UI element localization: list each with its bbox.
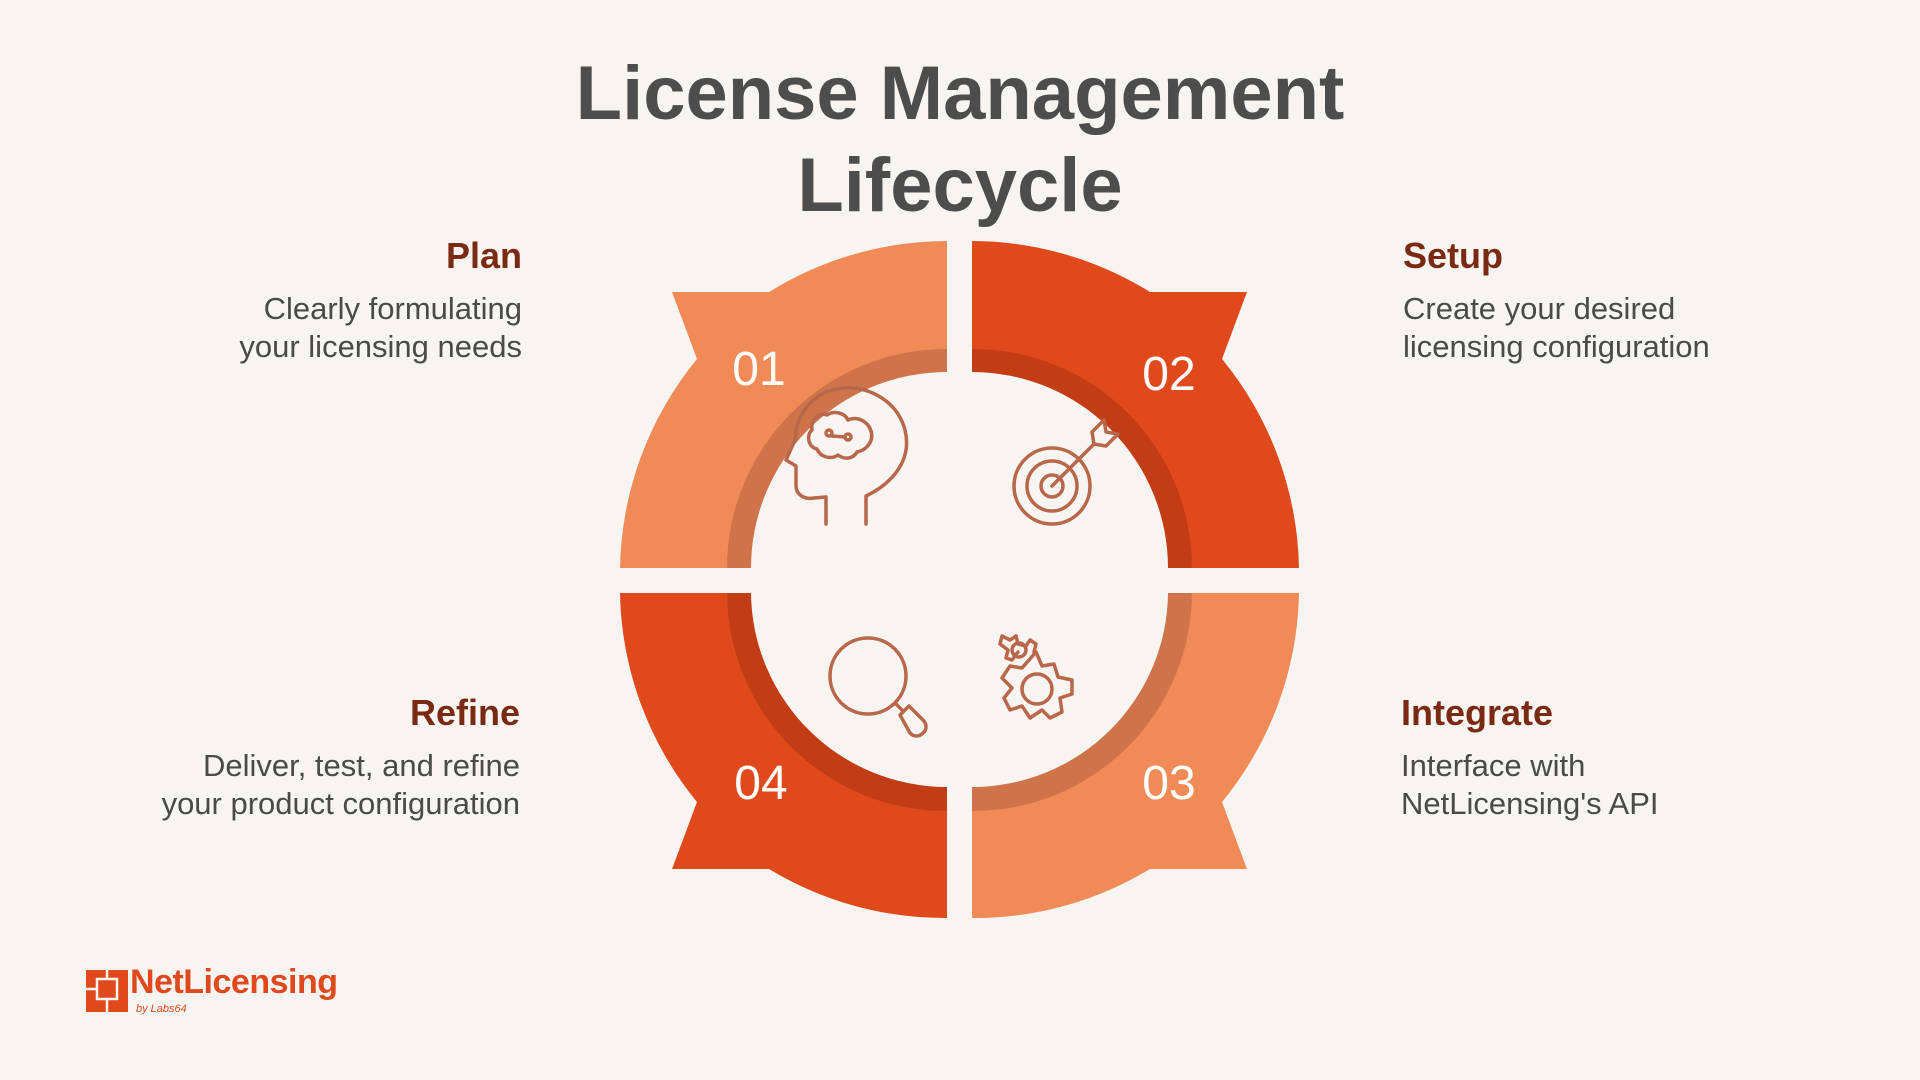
segment-refine-number: 04: [734, 757, 787, 810]
segment-plan-number: 01: [732, 343, 785, 396]
segment-refine-arc: [620, 593, 947, 919]
segment-refine-inner-ring: [727, 593, 947, 812]
segment-setup-arc: [972, 241, 1299, 568]
step-integrate-description: Interface with NetLicensing's API: [1401, 747, 1901, 823]
segment-integrate-number: 03: [1142, 757, 1195, 810]
step-setup: Setup Create your desired licensing conf…: [1403, 234, 1903, 366]
segment-setup-number: 02: [1142, 348, 1195, 401]
step-integrate: Integrate Interface with NetLicensing's …: [1401, 691, 1901, 823]
page-title-line-1: License Management: [575, 51, 1345, 136]
step-plan-description: Clearly formulating your licensing needs: [22, 290, 522, 366]
step-refine: Refine Deliver, test, and refine your pr…: [20, 691, 520, 823]
gears-icon: [998, 634, 1074, 720]
segment-setup-inner-ring: [972, 348, 1192, 568]
step-setup-title: Setup: [1403, 235, 1504, 276]
step-refine-title: Refine: [409, 692, 520, 733]
brand-subtitle: by Labs64: [136, 1003, 187, 1015]
step-refine-desc-line-1: Deliver, test, and refine: [202, 748, 520, 783]
segment-setup: 02: [972, 241, 1299, 568]
segment-plan-arc: [620, 241, 947, 568]
magnifier-icon: [828, 636, 928, 738]
step-plan: Plan Clearly formulating your licensing …: [22, 234, 522, 366]
step-integrate-title: Integrate: [1401, 692, 1554, 733]
segment-refine: 04: [620, 593, 947, 919]
segment-integrate: 03: [972, 593, 1299, 919]
target-arrow-icon: [1012, 418, 1120, 526]
page-title-line-2: Lifecycle: [797, 143, 1123, 228]
brain-head-icon: [784, 386, 909, 526]
page-title: License Management Lifecycle: [0, 48, 1920, 232]
segment-plan: 01: [620, 241, 947, 568]
step-setup-desc-line-1: Create your desired: [1403, 291, 1676, 326]
segment-plan-inner-ring: [727, 348, 947, 568]
step-setup-desc-line-2: licensing configuration: [1403, 329, 1710, 364]
segment-integrate-arc: [972, 593, 1299, 919]
step-integrate-desc-line-1: Interface with: [1401, 748, 1586, 783]
step-plan-desc-line-2: your licensing needs: [239, 329, 522, 364]
step-plan-title: Plan: [445, 235, 522, 276]
step-plan-desc-line-1: Clearly formulating: [263, 291, 522, 326]
step-setup-description: Create your desired licensing configurat…: [1403, 290, 1903, 366]
step-refine-description: Deliver, test, and refine your product c…: [20, 747, 520, 823]
step-refine-desc-line-2: your product configuration: [161, 786, 520, 821]
segment-integrate-inner-ring: [972, 593, 1192, 812]
netlicensing-logo-icon: [86, 968, 128, 1014]
step-integrate-desc-line-2: NetLicensing's API: [1401, 786, 1659, 821]
brand-name: NetLicensing: [130, 963, 338, 1001]
